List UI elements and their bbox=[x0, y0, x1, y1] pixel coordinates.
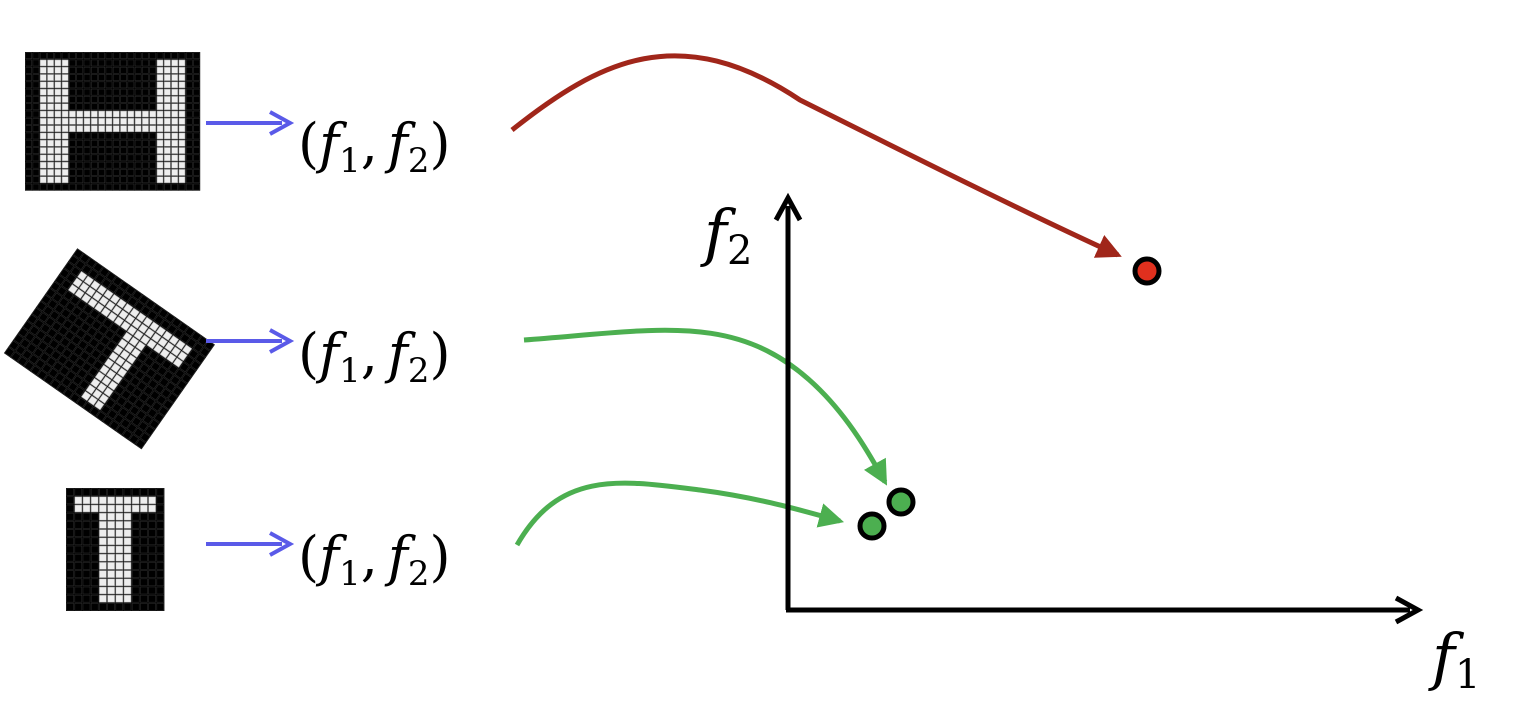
l-mapping-curve bbox=[523, 327, 888, 486]
l-shape-grid bbox=[3, 248, 215, 450]
red-point-icon bbox=[1132, 256, 1162, 286]
feature-arrow-icon bbox=[206, 110, 295, 136]
feature-tuple: (f1,f2) bbox=[298, 322, 451, 391]
t-shape-grid bbox=[66, 488, 165, 611]
y-axis-label: f2 bbox=[700, 196, 752, 274]
feature-tuple: (f1,f2) bbox=[298, 525, 451, 594]
h-mapping-curve bbox=[510, 53, 1122, 258]
feature-arrow-icon bbox=[206, 531, 295, 557]
x-axis-label: f1 bbox=[1428, 620, 1480, 698]
feature-arrow-icon bbox=[206, 328, 295, 354]
feature-space-axes bbox=[773, 192, 1424, 625]
green-point-icon bbox=[857, 511, 887, 541]
h-shape-grid bbox=[25, 52, 201, 191]
feature-tuple: (f1,f2) bbox=[298, 112, 451, 181]
green-point-icon bbox=[886, 487, 916, 517]
t-mapping-curve bbox=[514, 480, 845, 547]
